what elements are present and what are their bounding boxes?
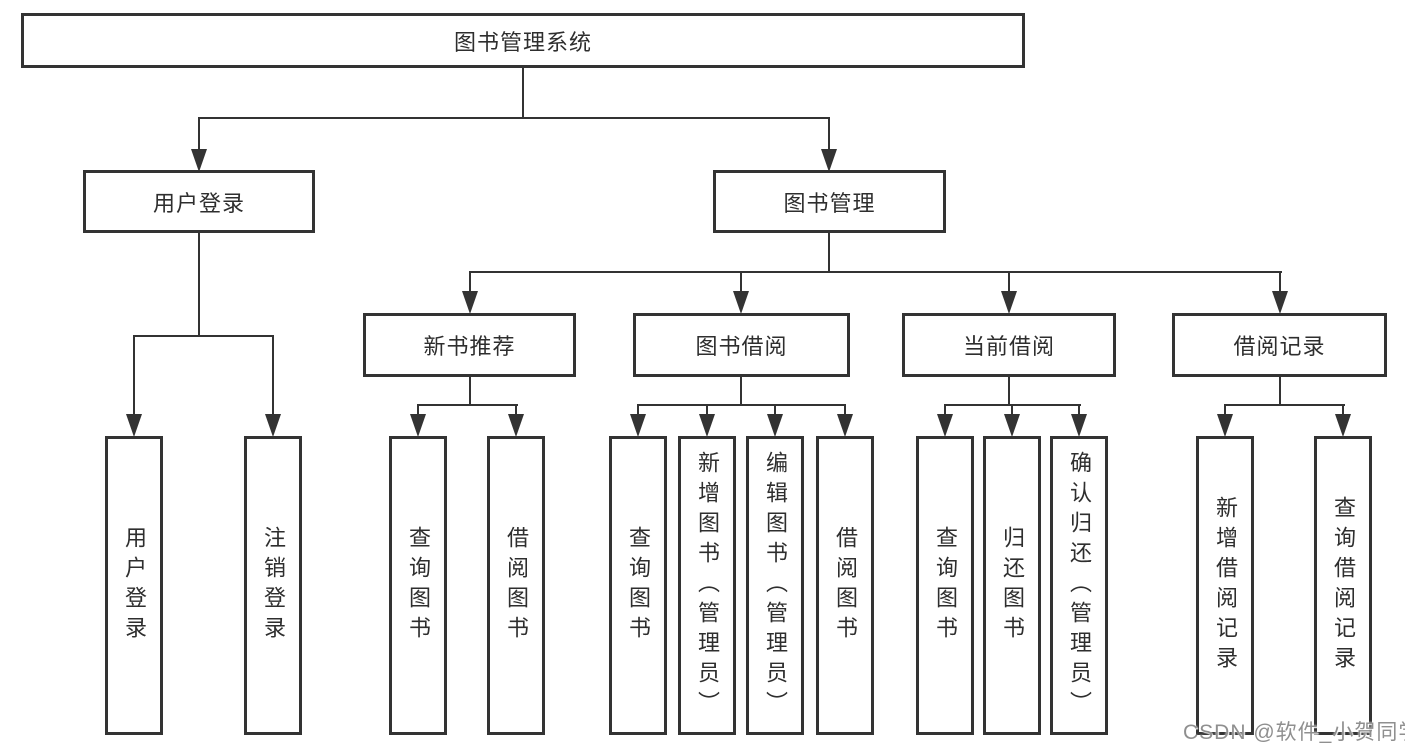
connector-line [1342, 404, 1344, 416]
leaf-query-books-borrowing: 查询图书 [609, 436, 667, 735]
connector-line [844, 404, 846, 416]
connector-group-stem [469, 377, 471, 405]
leaf-label: 查询图书 [933, 525, 958, 646]
node-book-borrowing: 图书借阅 [633, 313, 850, 377]
arrow-down-icon [1217, 414, 1233, 437]
arrow-down-icon [699, 414, 715, 437]
connector-group-stem [1279, 377, 1281, 405]
connector-line [828, 117, 830, 151]
node-label: 当前借阅 [962, 334, 1055, 359]
arrow-down-icon [1001, 291, 1017, 314]
connector-line [1011, 404, 1013, 416]
connector-root-stem [522, 68, 524, 119]
node-label: 图书管理 [783, 190, 876, 216]
connector-line [133, 335, 135, 416]
leaf-return-book: 归还图书 [983, 436, 1041, 735]
node-root-label: 图书管理系统 [453, 29, 592, 55]
leaf-label: 新增图书（管理员） [695, 450, 720, 721]
node-label: 新书推荐 [423, 334, 516, 359]
leaf-label: 查询图书 [626, 525, 651, 646]
arrow-down-icon [1004, 414, 1020, 437]
connector-line [515, 404, 517, 416]
arrow-down-icon [837, 414, 853, 437]
connector-user-bus [133, 335, 274, 337]
arrow-down-icon [733, 291, 749, 314]
connector-line [198, 117, 200, 151]
connector-group-bus [1224, 404, 1345, 406]
leaf-label: 借阅图书 [504, 525, 529, 646]
node-new-book-recommend: 新书推荐 [363, 313, 576, 377]
arrow-down-icon [462, 291, 478, 314]
connector-line [417, 404, 419, 416]
arrow-down-icon [508, 414, 524, 437]
leaf-add-borrow-record: 新增借阅记录 [1196, 436, 1254, 735]
leaf-label: 查询借阅记录 [1331, 495, 1356, 676]
leaf-query-books-recommend: 查询图书 [389, 436, 447, 735]
connector-book-stem [828, 233, 830, 272]
node-current-borrowing: 当前借阅 [902, 313, 1116, 377]
arrow-down-icon [937, 414, 953, 437]
arrow-down-icon [126, 414, 142, 437]
connector-line [774, 404, 776, 416]
leaf-label: 归还图书 [1000, 525, 1025, 646]
leaf-edit-book-admin: 编辑图书（管理员） [746, 436, 804, 735]
node-root: 图书管理系统 [21, 13, 1025, 68]
leaf-logout: 注销登录 [244, 436, 302, 735]
arrow-down-icon [1272, 291, 1288, 314]
node-borrow-records: 借阅记录 [1172, 313, 1387, 377]
connector-group-stem [740, 377, 742, 405]
arrow-down-icon [767, 414, 783, 437]
node-label: 用户登录 [152, 190, 245, 216]
connector-line [706, 404, 708, 416]
arrow-down-icon [630, 414, 646, 437]
leaf-borrow-books-recommend: 借阅图书 [487, 436, 545, 735]
node-label: 借阅记录 [1233, 334, 1326, 359]
leaf-label: 新增借阅记录 [1213, 495, 1238, 676]
connector-line [637, 404, 639, 416]
arrow-down-icon [191, 149, 207, 172]
connector-line [272, 335, 274, 416]
connector-line [740, 271, 742, 293]
connector-line [469, 271, 471, 293]
leaf-add-book-admin: 新增图书（管理员） [678, 436, 736, 735]
leaf-user-login: 用户登录 [105, 436, 163, 735]
leaf-query-borrow-record: 查询借阅记录 [1314, 436, 1372, 735]
connector-group-bus [637, 404, 846, 406]
node-book-management: 图书管理 [713, 170, 946, 233]
connector-line [944, 404, 946, 416]
connector-level2-bus [198, 117, 830, 119]
connector-line [1224, 404, 1226, 416]
leaf-label: 用户登录 [122, 525, 147, 646]
node-user-login: 用户登录 [83, 170, 315, 233]
arrow-down-icon [1071, 414, 1087, 437]
leaf-borrow-books-borrowing: 借阅图书 [816, 436, 874, 735]
arrow-down-icon [1335, 414, 1351, 437]
leaf-label: 确认归还（管理员） [1067, 450, 1092, 721]
leaf-label: 编辑图书（管理员） [763, 450, 788, 721]
connector-line [1008, 271, 1010, 293]
csdn-watermark: CSDN @软件_小贺同学 [1183, 721, 1405, 744]
connector-group-stem [1008, 377, 1010, 405]
leaf-query-books-current: 查询图书 [916, 436, 974, 735]
leaf-label: 查询图书 [406, 525, 431, 646]
connector-level3-bus [469, 271, 1282, 273]
connector-line [1078, 404, 1080, 416]
node-label: 图书借阅 [695, 334, 788, 359]
connector-user-stem [198, 233, 200, 336]
arrow-down-icon [821, 149, 837, 172]
leaf-confirm-return-admin: 确认归还（管理员） [1050, 436, 1108, 735]
leaf-label: 借阅图书 [833, 525, 858, 646]
leaf-label: 注销登录 [261, 525, 286, 646]
connector-group-bus [417, 404, 518, 406]
arrow-down-icon [410, 414, 426, 437]
arrow-down-icon [265, 414, 281, 437]
connector-line [1279, 271, 1281, 293]
